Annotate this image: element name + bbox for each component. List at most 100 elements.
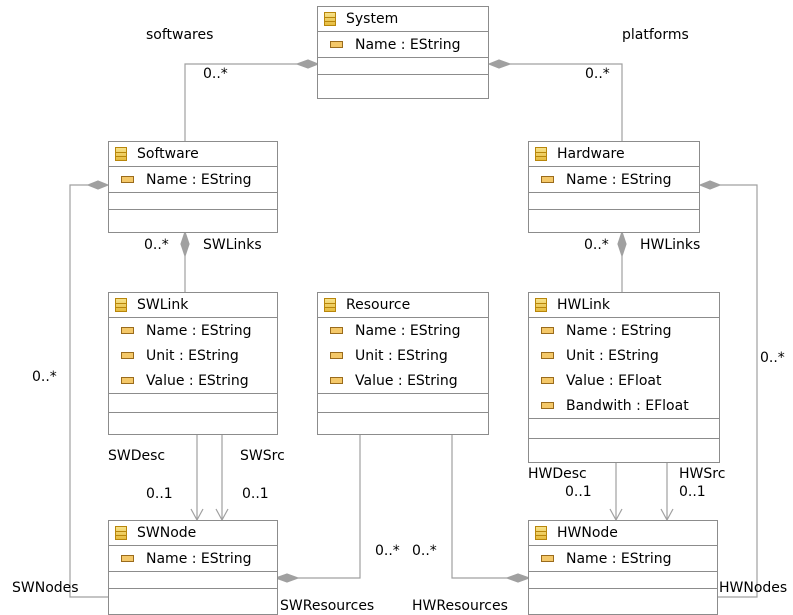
attribute-row[interactable]: Value : EFloat: [529, 368, 719, 393]
swresources-multiplicity: 0..*: [375, 543, 400, 559]
class-header: System: [318, 7, 488, 31]
swresources-role-label: SWResources: [280, 598, 375, 614]
attributes-compartment: Name : EString: [109, 166, 277, 192]
attribute-label: Unit : EString: [146, 347, 239, 364]
softwares-diamond: [295, 59, 320, 69]
attributes-compartment: Name : EString Unit : EString Value : EF…: [529, 317, 719, 418]
class-resource[interactable]: Resource Name : EString Unit : EString V…: [317, 292, 489, 435]
eattribute-icon: [541, 352, 554, 359]
class-header: SWLink: [109, 293, 277, 317]
hwlinks-multiplicity: 0..*: [584, 237, 609, 253]
attribute-label: Value : EFloat: [566, 372, 662, 389]
hwnodes-role-label: HWNodes: [719, 580, 788, 596]
extra-compartment: [109, 209, 277, 226]
swlinks-multiplicity: 0..*: [144, 237, 169, 253]
eclass-icon: [324, 298, 336, 312]
attribute-row[interactable]: Unit : EString: [318, 343, 488, 368]
class-name: Software: [137, 146, 199, 162]
class-name: System: [346, 11, 399, 27]
class-name: Hardware: [557, 146, 625, 162]
eattribute-icon: [330, 41, 343, 48]
eclass-icon: [115, 298, 127, 312]
swsrc-multiplicity: 0..1: [242, 486, 269, 502]
platforms-edge: [510, 63, 623, 141]
attribute-label: Name : EString: [146, 550, 252, 567]
swresources-edge: [298, 435, 361, 579]
attribute-row[interactable]: Name : EString: [529, 546, 717, 571]
hwdesc-role-label: HWDesc: [528, 466, 587, 482]
class-name: SWLink: [137, 297, 189, 313]
hwresources-multiplicity: 0..*: [412, 543, 437, 559]
class-hardware[interactable]: Hardware Name : EString: [528, 141, 700, 233]
attribute-row[interactable]: Name : EString: [109, 318, 277, 343]
attributes-compartment: Name : EString: [318, 31, 488, 57]
swnodes-diamond: [86, 180, 110, 190]
class-header: Hardware: [529, 142, 699, 166]
platforms-diamond: [487, 59, 512, 69]
eattribute-icon: [121, 555, 134, 562]
attribute-row[interactable]: Name : EString: [318, 318, 488, 343]
class-name: SWNode: [137, 525, 197, 541]
platforms-multiplicity: 0..*: [585, 66, 610, 82]
swsrc-role-label: SWSrc: [240, 448, 285, 464]
attribute-row[interactable]: Name : EString: [318, 32, 488, 57]
attributes-compartment: Name : EString: [109, 545, 277, 571]
extra-compartment: [109, 588, 277, 605]
eclass-icon: [115, 147, 127, 161]
operations-compartment: [109, 192, 277, 209]
eattribute-icon: [121, 327, 134, 334]
eattribute-icon: [541, 377, 554, 384]
swdesc-role-label: SWDesc: [108, 448, 166, 464]
eclass-icon: [535, 526, 547, 540]
attribute-row[interactable]: Bandwith : EFloat: [529, 393, 719, 418]
attribute-label: Unit : EString: [566, 347, 659, 364]
class-hwnode[interactable]: HWNode Name : EString: [528, 520, 718, 615]
operations-compartment: [109, 571, 277, 588]
eattribute-icon: [541, 555, 554, 562]
class-swnode[interactable]: SWNode Name : EString: [108, 520, 278, 615]
attribute-row[interactable]: Value : EString: [318, 368, 488, 393]
hwlinks-role-label: HWLinks: [640, 237, 701, 253]
attribute-label: Value : EString: [355, 372, 458, 389]
class-name: Resource: [346, 297, 411, 313]
attribute-label: Name : EString: [146, 171, 252, 188]
extra-compartment: [318, 412, 488, 429]
operations-compartment: [529, 418, 719, 438]
hwresources-edge: [451, 435, 507, 579]
eattribute-icon: [541, 402, 554, 409]
swnodes-multiplicity: 0..*: [32, 369, 57, 385]
swresources-diamond: [274, 573, 300, 583]
attributes-compartment: Name : EString: [529, 166, 699, 192]
extra-compartment: [318, 74, 488, 91]
hwdesc-multiplicity: 0..1: [565, 484, 592, 500]
extra-compartment: [109, 412, 277, 429]
attribute-row[interactable]: Name : EString: [529, 167, 699, 192]
attribute-row[interactable]: Unit : EString: [109, 343, 277, 368]
swdesc-multiplicity: 0..1: [146, 486, 173, 502]
eattribute-icon: [541, 327, 554, 334]
hwnodes-diamond: [698, 180, 722, 190]
attribute-label: Unit : EString: [355, 347, 448, 364]
hwsrc-role-label: HWSrc: [679, 466, 726, 482]
class-system[interactable]: System Name : EString: [317, 6, 489, 99]
eattribute-icon: [330, 377, 343, 384]
attributes-compartment: Name : EString Unit : EString Value : ES…: [318, 317, 488, 393]
hwsrc-multiplicity: 0..1: [679, 484, 706, 500]
class-header: HWNode: [529, 521, 717, 545]
class-software[interactable]: Software Name : EString: [108, 141, 278, 233]
eattribute-icon: [121, 377, 134, 384]
attribute-row[interactable]: Value : EString: [109, 368, 277, 393]
attribute-row[interactable]: Unit : EString: [529, 343, 719, 368]
class-hwlink[interactable]: HWLink Name : EString Unit : EString Val…: [528, 292, 720, 463]
attributes-compartment: Name : EString Unit : EString Value : ES…: [109, 317, 277, 393]
class-swlink[interactable]: SWLink Name : EString Unit : EString Val…: [108, 292, 278, 435]
eattribute-icon: [121, 352, 134, 359]
attribute-label: Bandwith : EFloat: [566, 397, 689, 414]
swnodes-edge: [69, 184, 108, 598]
eclass-icon: [535, 298, 547, 312]
softwares-multiplicity: 0..*: [203, 66, 228, 82]
attribute-row[interactable]: Name : EString: [109, 546, 277, 571]
attribute-row[interactable]: Name : EString: [529, 318, 719, 343]
attribute-row[interactable]: Name : EString: [109, 167, 277, 192]
softwares-role-label: softwares: [146, 27, 214, 43]
